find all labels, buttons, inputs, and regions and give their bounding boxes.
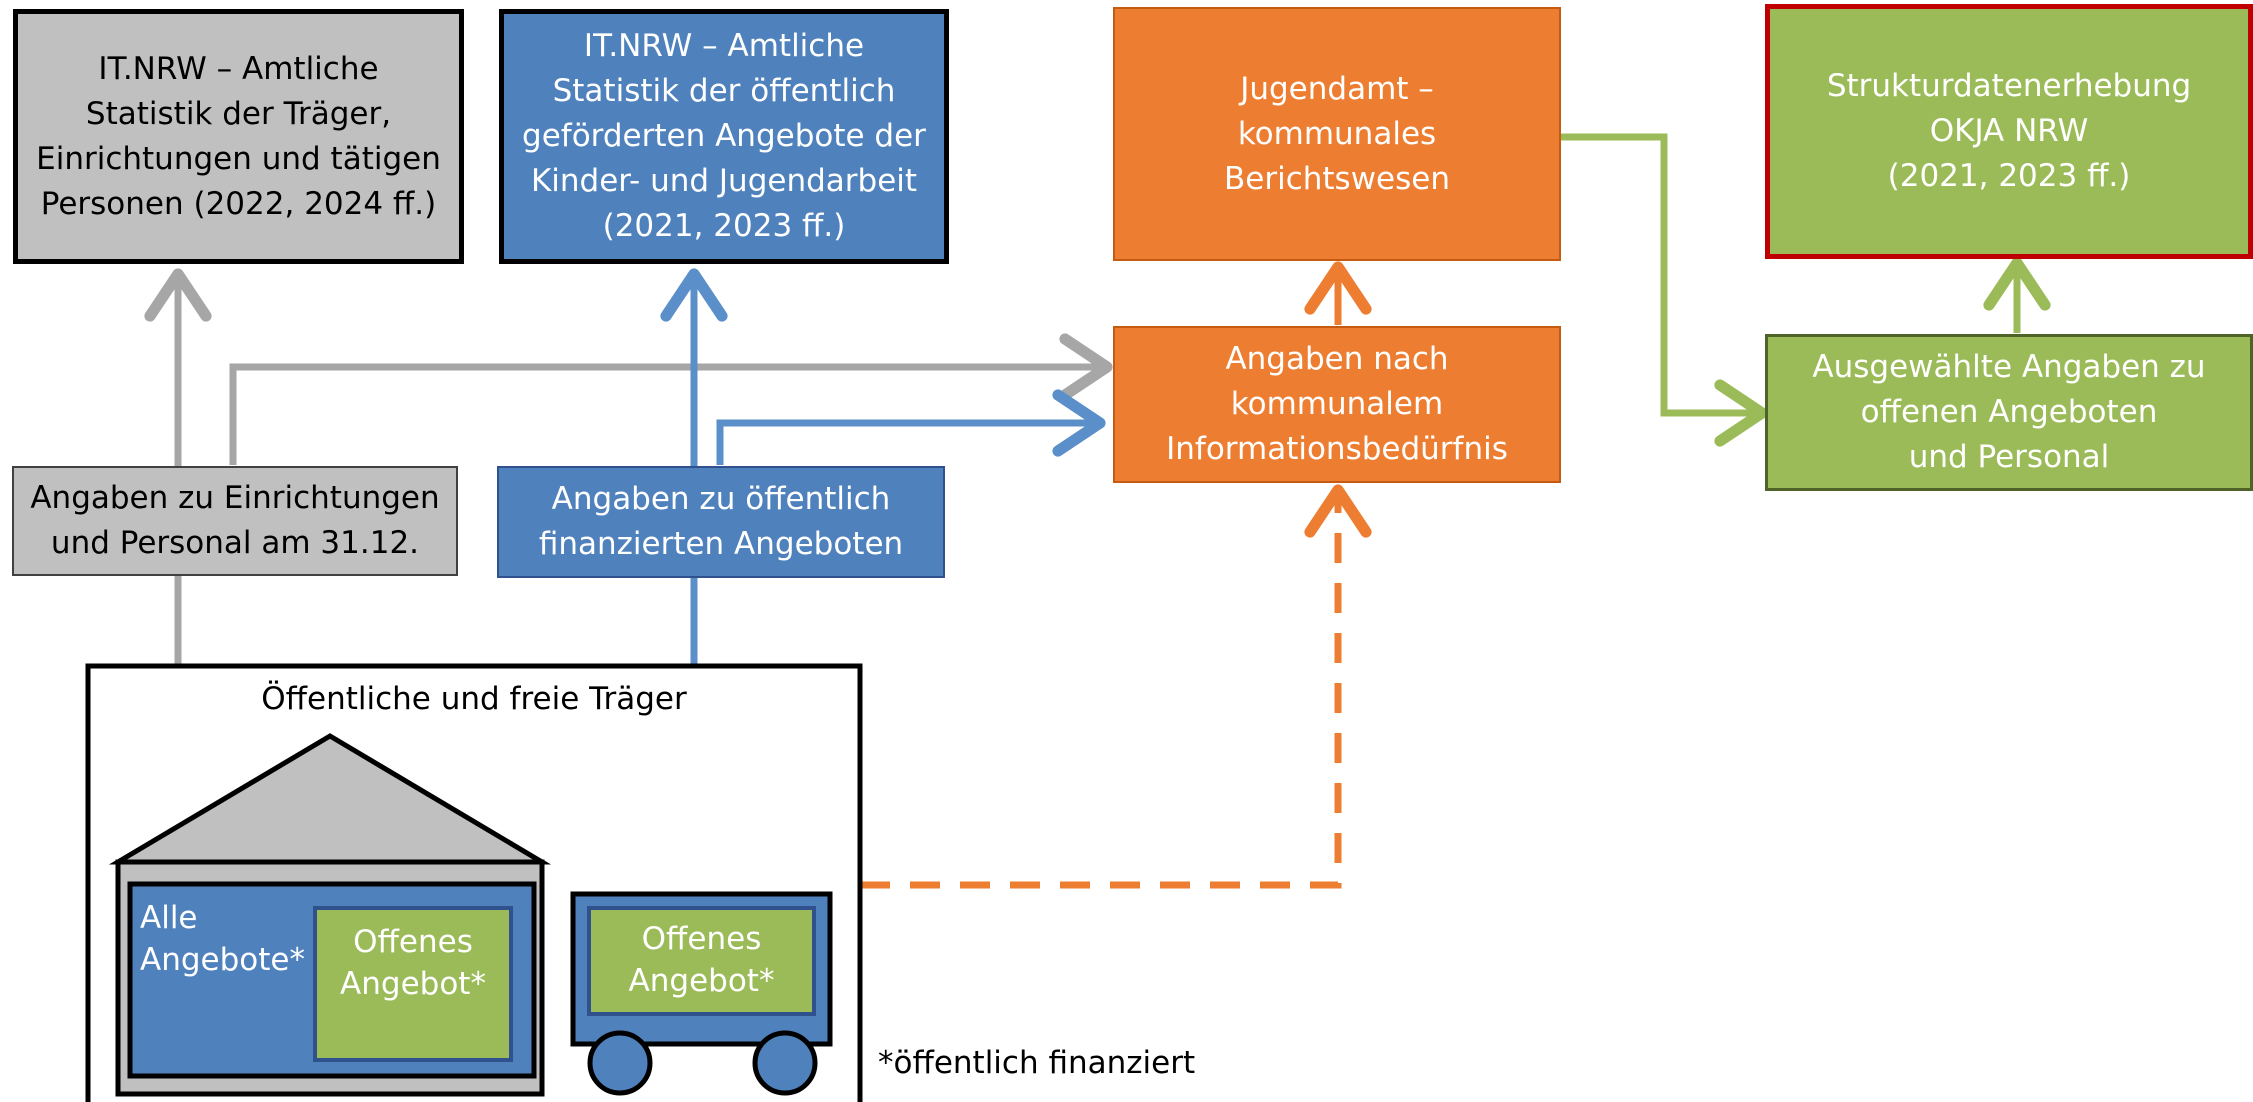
box-jugendamt: Jugendamt – kommunales Berichtswesen xyxy=(1113,7,1561,261)
green-arrow-to-ausgewaehlte-angaben xyxy=(1560,133,1768,447)
orange-dashed-arrow-to-angaben-kommunal xyxy=(860,484,1372,889)
box-ausgewaehlte-angaben: Ausgewählte Angaben zu offenen Angeboten… xyxy=(1765,334,2253,491)
house-green-panel xyxy=(313,906,513,1062)
box-angaben-kommunal: Angaben nach kommunalem Informationsbedü… xyxy=(1113,326,1561,483)
container-title: Öffentliche und freie Träger xyxy=(261,681,687,717)
gray-arrow-to-angaben-kommunal xyxy=(229,333,1113,465)
blue-arrow-to-angaben-kommunal xyxy=(716,389,1106,465)
house-label: Alle Angebote* xyxy=(140,900,305,978)
vehicle-green-panel xyxy=(587,906,816,1016)
footnote: *öffentlich finanziert xyxy=(878,1045,1196,1081)
box-itnrw-angebote: IT.NRW – Amtliche Statistik der öffentli… xyxy=(499,9,949,264)
box-itnrw-traeger: IT.NRW – Amtliche Statistik der Träger, … xyxy=(13,9,464,264)
house-inner-label: Offenes Angebot* xyxy=(340,924,486,1002)
box-angaben-einrichtungen: Angaben zu Einrichtungen und Personal am… xyxy=(12,466,458,576)
vehicle-label: Offenes Angebot* xyxy=(628,921,775,999)
box-angaben-oeffentlich: Angaben zu öffentlich finanzierten Angeb… xyxy=(497,466,945,578)
vehicle-wheel-right xyxy=(752,1030,818,1096)
box-strukturdaten: Strukturdatenerhebung OKJA NRW (2021, 20… xyxy=(1765,4,2253,259)
vehicle-wheel-left xyxy=(587,1030,653,1096)
